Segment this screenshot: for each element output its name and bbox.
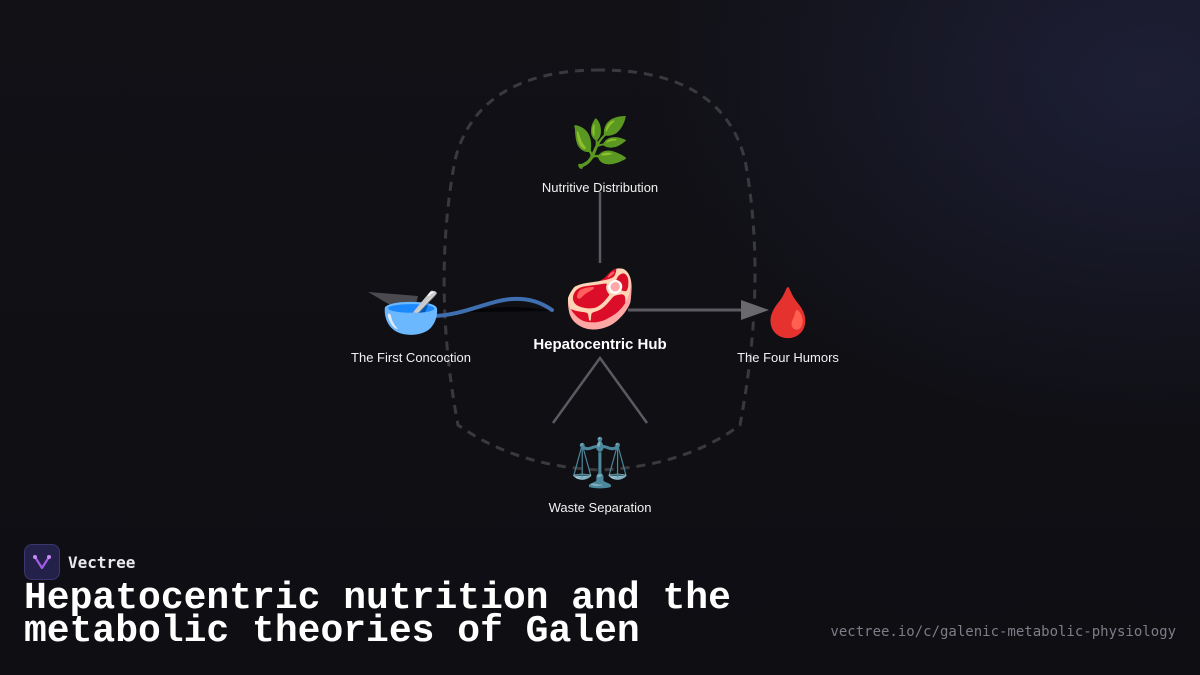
funnel-shadow: [470, 307, 552, 312]
arrowhead-right: [741, 300, 769, 320]
node-four-humors: 🩸 The Four Humors: [737, 286, 839, 365]
node-label: The Four Humors: [737, 350, 839, 365]
blood-drop-icon: 🩸: [758, 287, 818, 340]
brand: Vectree: [24, 544, 135, 580]
meat-icon: 🥩: [563, 267, 637, 332]
vectree-logo-icon: [24, 544, 60, 580]
funnel-shape: [368, 292, 418, 312]
source-url[interactable]: vectree.io/c/galenic-metabolic-physiolog…: [830, 624, 1176, 640]
node-label: The First Concoction: [351, 350, 471, 365]
node-first-concoction: 🥣 The First Concoction: [351, 286, 471, 365]
node-label: Nutritive Distribution: [541, 180, 659, 195]
node-nutritive-distribution: 🌿 Nutritive Distribution: [542, 116, 658, 195]
node-waste-separation: ⚖️ Waste Separation: [549, 436, 652, 515]
herb-icon: 🌿: [570, 117, 630, 170]
hub-label: Hepatocentric Hub: [533, 336, 667, 353]
page-title: Hepatocentric nutrition and the metaboli…: [24, 577, 731, 653]
node-hepatocentric-hub: 🥩 Hepatocentric Hub: [533, 267, 667, 354]
connector-left-curve: [430, 296, 554, 318]
brand-name: Vectree: [68, 552, 136, 572]
scales-icon: ⚖️: [570, 437, 630, 490]
node-label: Waste Separation: [548, 500, 652, 515]
connector-bottom: [551, 355, 649, 424]
bowl-icon: 🥣: [381, 287, 441, 340]
